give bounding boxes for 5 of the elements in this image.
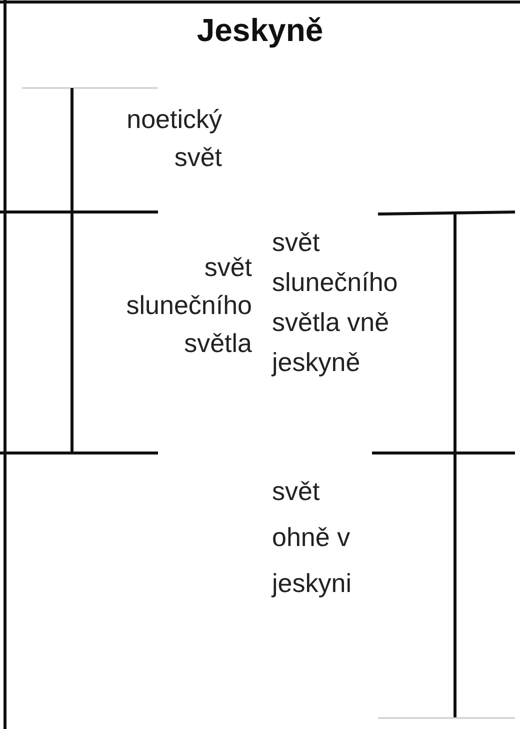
region-label: svět ohně v jeskyni xyxy=(272,475,352,600)
region-label: svět slunečního světla vně jeskyně xyxy=(272,226,398,379)
diagram-title: Jeskyně xyxy=(196,12,324,49)
region-label: svět slunečního světla xyxy=(126,251,252,360)
region-label: noetický svět xyxy=(126,103,222,174)
